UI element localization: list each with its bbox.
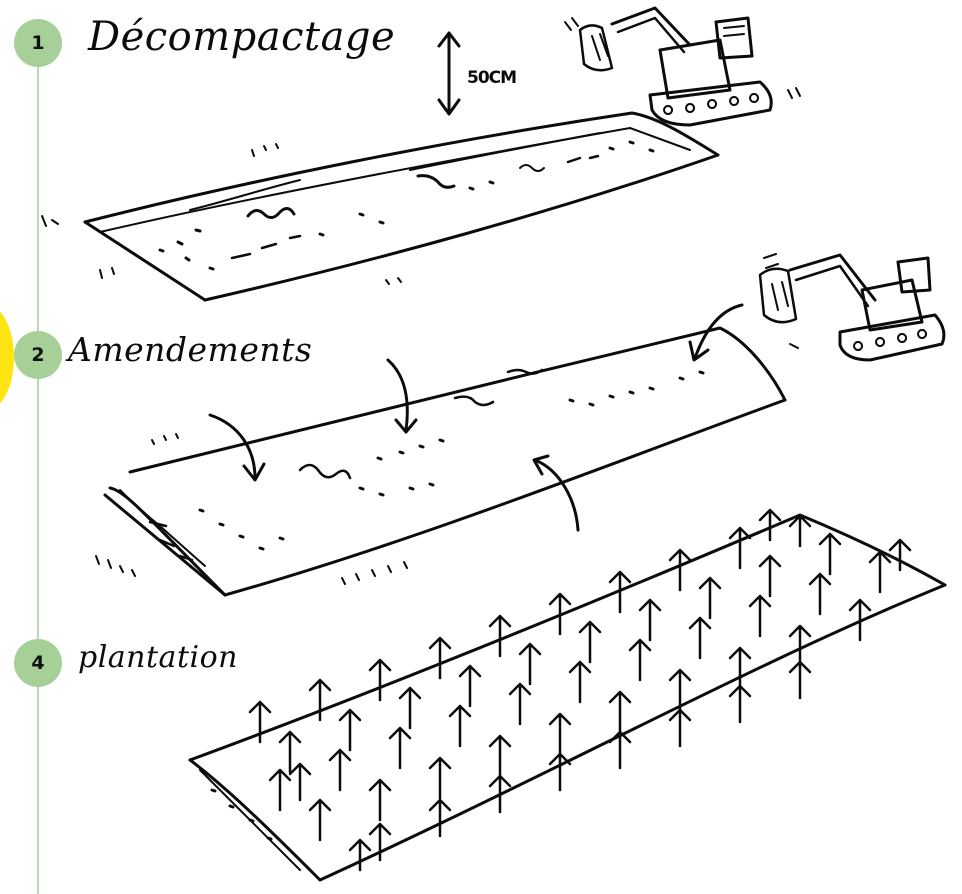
amended-mound [96,328,785,595]
amendment-arrows [210,305,742,530]
trench-bed [42,113,718,300]
planted-bed [190,515,945,880]
excavator-icon [760,254,944,360]
excavator-icon [565,8,800,125]
plants [250,510,910,870]
depth-arrow [439,33,459,114]
